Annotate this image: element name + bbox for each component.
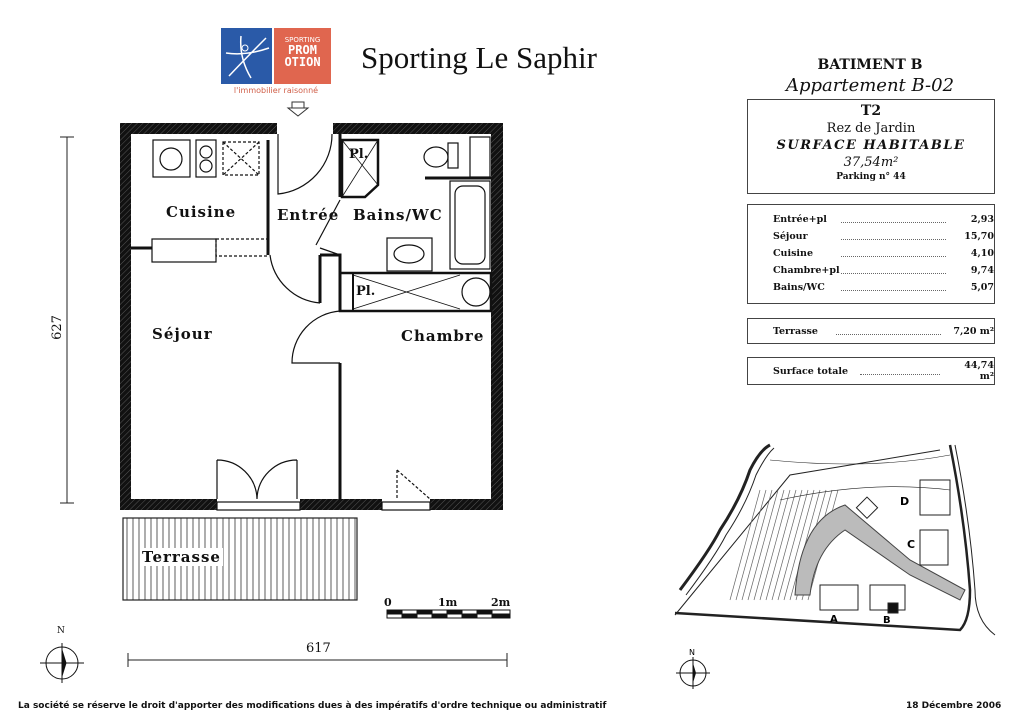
scale-2m: 2m — [491, 596, 511, 609]
logo-tagline: l'immobilier raisonné — [233, 86, 319, 95]
logo-text: SPORTING PROM OTION — [274, 28, 331, 84]
site-north-compass-icon: N — [676, 648, 710, 689]
site-label-a: A — [830, 614, 838, 625]
surface-value: 37,54m² — [843, 155, 899, 170]
terrasse-decking — [126, 518, 356, 600]
room-label-sejour: Séjour — [152, 325, 213, 343]
scale-0: 0 — [384, 596, 392, 609]
summary-box: T2 Rez de Jardin SURFACE HABITABLE 37,54… — [747, 99, 995, 194]
site-plan: D C A B — [674, 443, 996, 636]
apartment-label: Appartement B-02 — [785, 75, 955, 96]
room-label-bains: Bains/WC — [353, 206, 443, 224]
dimension-width: 617 — [306, 641, 331, 656]
room-label-placard: Pl. — [356, 284, 376, 299]
site-label-c: C — [907, 538, 915, 551]
scale-1m: 1m — [438, 596, 458, 609]
north-label: N — [57, 626, 65, 636]
site-label-d: D — [900, 495, 909, 508]
room-label-entree: Entrée — [277, 206, 340, 224]
disclaimer: La société se réserve le droit d'apporte… — [18, 701, 607, 711]
north-compass-icon — [40, 643, 84, 683]
parking-label: Parking n° 44 — [836, 172, 906, 182]
page-title: Sporting Le Saphir — [361, 40, 597, 75]
logo-emblem — [221, 28, 272, 84]
dimension-height: 627 — [49, 315, 65, 340]
apt-level: Rez de Jardin — [826, 121, 916, 136]
svg-text:N: N — [689, 648, 695, 657]
room-label-terrasse: Terrasse — [140, 548, 223, 566]
sporting-promotion-logo: SPORTING PROM OTION l'immobilier raisonn… — [221, 28, 331, 98]
room-label-cuisine: Cuisine — [166, 203, 237, 221]
room-label-chambre: Chambre — [401, 327, 485, 345]
surface-label: SURFACE HABITABLE — [776, 138, 966, 153]
floor-plan — [40, 101, 511, 683]
room-label-placard: Pl. — [349, 147, 369, 162]
apt-type: T2 — [860, 103, 882, 119]
site-label-b: B — [883, 615, 891, 626]
document-date: 18 Décembre 2006 — [906, 701, 1002, 711]
building-label: BATIMENT B — [817, 57, 923, 73]
